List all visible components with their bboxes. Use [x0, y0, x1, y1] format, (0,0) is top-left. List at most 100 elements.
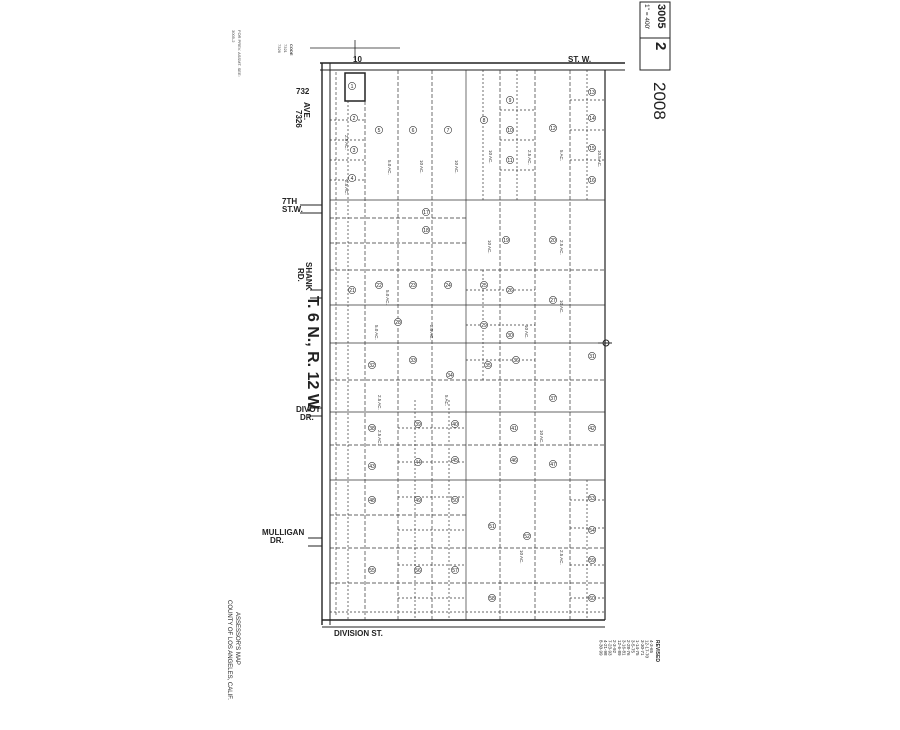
parcel-circle: [480, 281, 488, 289]
parcel-circle: [588, 594, 596, 602]
parcel-circle: [414, 420, 422, 428]
map-book-number: 3005: [655, 4, 667, 28]
parcel-number: 12: [550, 126, 556, 132]
parcel-circle: [368, 424, 376, 432]
parcel-circle: [549, 236, 557, 244]
parcel-number: 5: [378, 128, 381, 134]
revised-date: 7-23-93: [608, 640, 613, 656]
parcel-circle: [414, 566, 422, 574]
acreage-label: 5.0 AC.: [385, 290, 390, 305]
parcel-number: 45: [452, 458, 458, 464]
parcel-circle: [368, 361, 376, 369]
parcel-number: 20: [550, 238, 556, 244]
road-network: [300, 40, 625, 628]
parcel-number: 32: [369, 363, 375, 369]
map-scale: 1" = 400': [643, 4, 650, 29]
parcel-circle: [409, 356, 417, 364]
parcel-number: 39: [415, 422, 421, 428]
acreage-label: 5 AC.: [444, 395, 449, 406]
street-label-10th-a: 10: [353, 55, 362, 64]
footer-county: COUNTY OF LOS ANGELES, CALIF.: [226, 600, 232, 700]
parcel-circle: [368, 462, 376, 470]
parcel-number: 41: [511, 426, 517, 432]
parcel-number: 50: [452, 498, 458, 504]
parcel-circle: [488, 522, 496, 530]
parcel-number: 47: [550, 462, 556, 468]
parcel-circle: [348, 174, 356, 182]
parcel-circle: [375, 281, 383, 289]
parcel-number: 17: [423, 210, 429, 216]
parcel-number: 56: [415, 568, 421, 574]
parcel-circle: [480, 116, 488, 124]
parcel-circle: [446, 371, 454, 379]
parcel-number: 10: [507, 128, 513, 134]
parcel-circle: [506, 126, 514, 134]
street-label-division: DIVISION ST.: [334, 629, 383, 638]
parcel-number: 53: [589, 496, 595, 502]
parcel-circle: [488, 594, 496, 602]
parcel-number: 8: [483, 118, 486, 124]
parcel-circle: [375, 126, 383, 134]
revised-date: 12-6-89: [617, 640, 622, 656]
street-label-shank-b: RD.: [296, 268, 305, 282]
acreage-label: 5.0 AC.: [374, 325, 379, 340]
parcel-number: 25: [481, 283, 487, 289]
parcel-number: 30: [507, 333, 513, 339]
parcel-number: 28: [395, 320, 401, 326]
code-value-2: 7326: [277, 44, 282, 54]
parcel-number: 42: [589, 426, 595, 432]
parcel-number: 19: [503, 238, 509, 244]
revised-date: 3-30-71: [640, 640, 645, 656]
parcel-circle: [409, 281, 417, 289]
street-labels: 10 ST. W. 732 AVE. 7326 7TH ST.W. SHANK …: [262, 55, 591, 638]
parcel-number: 18: [423, 228, 429, 234]
revised-date: 3-5-75: [631, 640, 636, 654]
parcel-circle: [506, 331, 514, 339]
parcel-circle: [549, 124, 557, 132]
parcel-circle: [588, 144, 596, 152]
parcel-circle: [523, 532, 531, 540]
parcel-number: 16: [589, 178, 595, 184]
acreage-label: 10 AC.: [454, 160, 459, 174]
street-label-7th-a: 7TH: [282, 197, 297, 206]
prev-assmt-value: 3005-2: [231, 30, 236, 43]
revised-dates-list: REVISED 4-3-6512-17-703-30-711-14-753-5-…: [598, 640, 660, 662]
parcel-number: 24: [445, 283, 451, 289]
map-page-number: 2: [652, 42, 669, 50]
parcel-number: 9: [509, 98, 512, 104]
parcel-number: 60: [589, 596, 595, 602]
parcel-circle: [512, 356, 520, 364]
prev-assmt-note: FOR PREV. ASSMT. SEE:: [237, 30, 242, 77]
acreage-label: 10 AC.: [487, 240, 492, 254]
parcel-circle: [506, 156, 514, 164]
parcel-number: 11: [507, 158, 512, 164]
parcel-circle: [588, 352, 596, 360]
parcel-number: 52: [524, 534, 530, 540]
parcel-circle: [549, 460, 557, 468]
revised-date: 3-16-81: [621, 640, 626, 656]
acreage-label: 10 AC.: [559, 300, 564, 314]
parcel-circle: [368, 496, 376, 504]
parcel-number: 57: [452, 568, 458, 574]
code-title: CODE: [289, 44, 294, 56]
acreage-label: 2.5 AC.: [527, 150, 532, 165]
street-label-7th-b: ST.W.: [282, 205, 303, 214]
parcel-number: 27: [550, 298, 556, 304]
parcel-circle: [350, 146, 358, 154]
revised-date: 2-3-92: [612, 640, 617, 654]
parcel-circle: [422, 208, 430, 216]
parcel-number: 37: [550, 396, 556, 402]
acreage-label: 2.5 AC.: [559, 550, 564, 565]
parcel-circle: [549, 296, 557, 304]
parcel-circle: [510, 424, 518, 432]
street-label-divot-a: DIVOT: [296, 405, 321, 414]
parcel-circle: [588, 176, 596, 184]
parcel-circle: [588, 556, 596, 564]
parcel-number: 6: [412, 128, 415, 134]
parcel-circle: [348, 286, 356, 294]
parcel-number: 3: [353, 148, 356, 154]
parcel-circle: [444, 281, 452, 289]
parcel-circle: [409, 126, 417, 134]
map-footer: ASSESSOR'S MAP COUNTY OF LOS ANGELES, CA…: [226, 600, 240, 700]
